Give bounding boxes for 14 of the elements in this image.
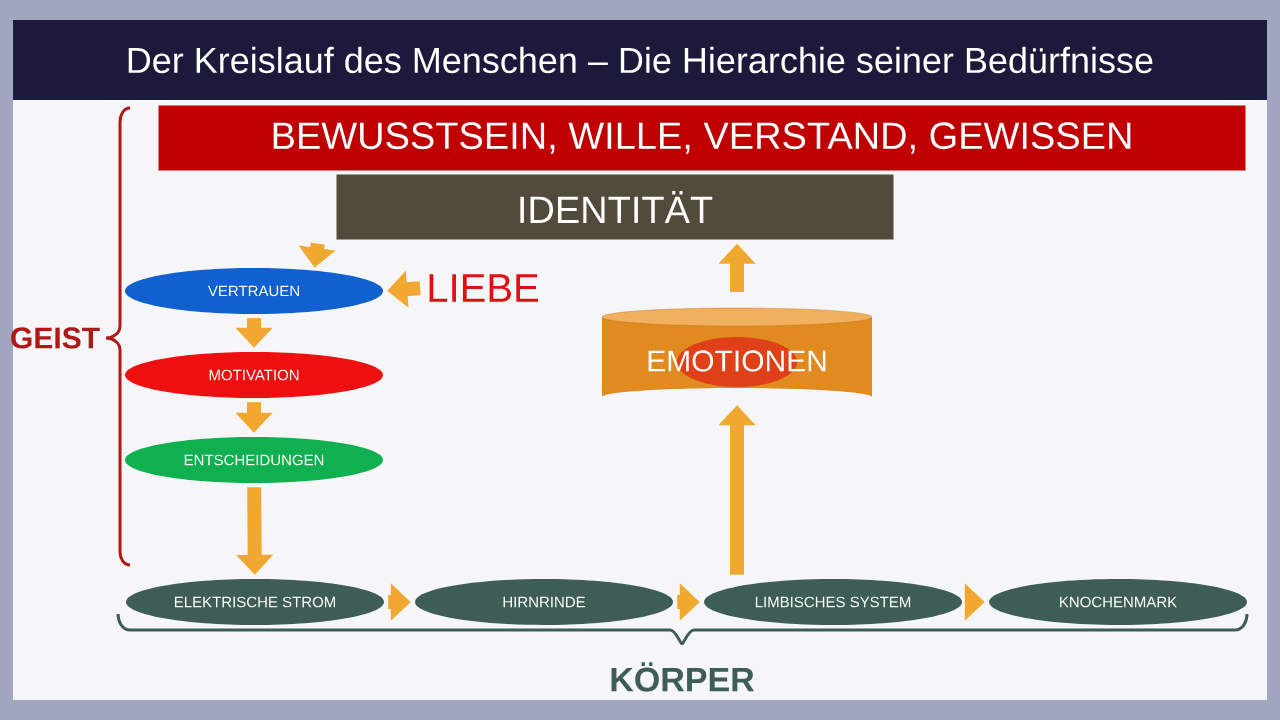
cylinder-node: EMOTIONEN <box>601 307 873 397</box>
bracket-label: GEIST <box>11 327 100 349</box>
ellipse-node: VERTRAUEN <box>125 268 383 314</box>
ellipse-node: KNOCHENMARK <box>989 579 1247 625</box>
ellipse-node: ELEKTRISCHE STROM <box>126 579 384 625</box>
ellipse-node: MOTIVATION <box>125 352 383 398</box>
ellipse-node: HIRNRINDE <box>415 579 673 625</box>
label-text: LIEBE <box>429 274 538 302</box>
banner-box: IDENTITÄT <box>336 174 894 240</box>
ellipse-node: LIMBISCHES SYSTEM <box>704 579 962 625</box>
bracket-label: KÖRPER <box>611 662 755 692</box>
title-banner: Der Kreislauf des Menschen – Die Hierarchie seiner Bedürfnisse <box>13 20 1267 100</box>
ellipse-node: ENTSCHEIDUNGEN <box>125 437 383 483</box>
banner-box: BEWUSSTSEIN, WILLE, VERSTAND, GEWISSEN <box>158 105 1246 171</box>
